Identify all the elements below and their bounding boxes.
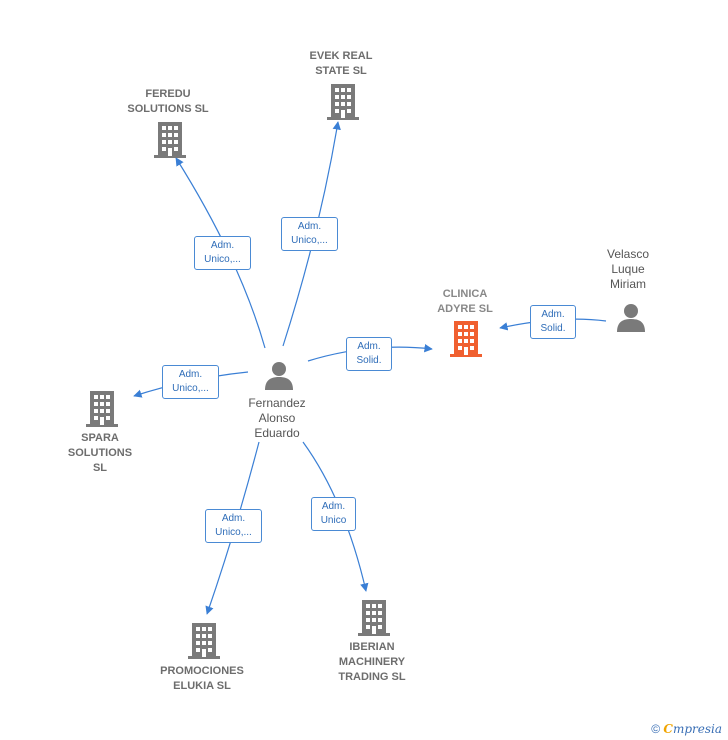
brand-initial: C <box>663 722 673 736</box>
node-label-iberian[interactable]: IBERIAN MACHINERY TRADING SL <box>338 641 406 683</box>
building-icon-feredu[interactable] <box>154 122 186 158</box>
person-icon-fernandez[interactable] <box>265 362 293 390</box>
edge-label-velasco: Adm. Solid. <box>530 305 576 339</box>
edge-label-evek: Adm. Unico,... <box>281 217 338 251</box>
node-label-fernandez[interactable]: Fernandez Alonso Eduardo <box>248 396 306 440</box>
edge-label-iberian: Adm. Unico <box>311 497 356 531</box>
edge-label-spara: Adm. Unico,... <box>162 365 219 399</box>
building-icon-spara[interactable] <box>86 391 118 427</box>
edge-label-feredu: Adm. Unico,... <box>194 236 251 270</box>
node-label-promociones[interactable]: PROMOCIONES ELUKIA SL <box>160 665 244 692</box>
node-label-feredu[interactable]: FEREDU SOLUTIONS SL <box>127 88 209 115</box>
brand-logo: © Cmpresia <box>651 722 722 736</box>
edge-label-promociones: Adm. Unico,... <box>205 509 262 543</box>
building-icon-promociones[interactable] <box>188 623 220 659</box>
building-icon-iberian[interactable] <box>358 600 390 636</box>
building-icon-clinica[interactable] <box>450 321 482 357</box>
person-icon-velasco[interactable] <box>617 304 645 332</box>
brand-name: mpresia <box>672 722 722 736</box>
node-label-clinica[interactable]: CLINICA ADYRE SL <box>437 288 493 315</box>
node-label-evek[interactable]: EVEK REAL STATE SL <box>309 50 373 77</box>
building-icon-evek[interactable] <box>327 84 359 120</box>
edge-label-clinica: Adm. Solid. <box>346 337 392 371</box>
node-label-velasco[interactable]: Velasco Luque Miriam <box>606 247 650 291</box>
node-label-spara[interactable]: SPARA SOLUTIONS SL <box>67 432 133 474</box>
copyright-symbol: © <box>651 722 661 736</box>
